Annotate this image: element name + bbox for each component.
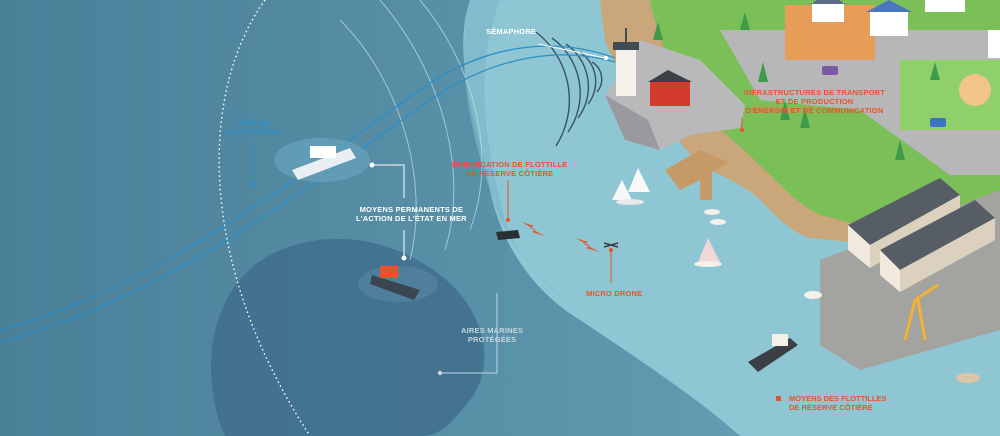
callout-aires — [440, 293, 498, 374]
label-moyens-permanents: MOYENS PERMANENTS DE L'ACTION DE L'ÉTAT … — [356, 205, 467, 223]
red-building-roof — [648, 70, 692, 82]
callout-semaphore — [537, 43, 606, 59]
submarine-cables — [0, 45, 616, 343]
outer-waves — [339, 0, 483, 261]
patrol-vessel-1 — [274, 138, 370, 182]
label-micro-drone: MICRO DRONE — [586, 289, 643, 298]
label-aires-marines: AIRES MARINES PROTÉGÉES — [461, 326, 524, 344]
small-boat-3 — [704, 209, 720, 215]
callout-dot-embarcation — [506, 218, 510, 222]
label-cables: CÂBLES SOUS-MARINS — [226, 118, 282, 136]
house-2-roof — [866, 0, 912, 12]
warehouse-1-roof — [848, 178, 960, 245]
fountain — [959, 74, 991, 106]
wooden-pier — [665, 150, 728, 200]
semaphore-cap — [613, 42, 639, 50]
house-1 — [812, 2, 844, 22]
cargo-ship — [748, 338, 798, 372]
legend-text: MOYENS DES FLOTTILLES DE RÉSERVE CÔTIÈRE — [789, 394, 887, 412]
label-infrastructures: INFRASTRUCTURES DE TRANSPORT ET DE PRODU… — [744, 88, 886, 115]
label-semaphore: SÉMAPHORE — [486, 27, 537, 36]
legend-swatch — [776, 396, 781, 401]
territorial-limit — [218, 0, 311, 436]
patrol-vessel-2 — [358, 266, 438, 302]
small-boat-2 — [956, 373, 980, 383]
cargo-ship-bridge — [772, 334, 788, 346]
callout-dot-drone — [609, 248, 613, 252]
small-boat-4 — [710, 219, 726, 225]
callout-dot-cables — [250, 181, 256, 187]
callout-dot-1 — [369, 162, 375, 168]
house-1-roof — [810, 0, 846, 4]
trees — [653, 12, 940, 160]
harbour-crane — [903, 283, 939, 341]
small-boat-1 — [804, 291, 822, 299]
warehouse-2-roof — [880, 200, 995, 270]
car-2 — [930, 118, 946, 127]
micro-drone — [603, 242, 619, 248]
bay-mid-tone — [463, 0, 600, 318]
sailboats — [612, 168, 722, 267]
callout-dot-semaphore — [603, 55, 609, 61]
semaphore-tower — [616, 48, 636, 96]
callout-lines — [372, 164, 405, 258]
house-4 — [988, 30, 1000, 58]
legend-reserve: MOYENS DES FLOTTILLES DE RÉSERVE CÔTIÈRE — [776, 394, 887, 412]
house-3 — [925, 0, 965, 12]
label-embarcation: EMBARCATION DE FLOTTILLE DE RÉSERVE CÔTI… — [452, 160, 568, 178]
callout-dot-aires — [437, 370, 443, 376]
callout-dot-2 — [401, 255, 407, 261]
warehouse-1-wall — [848, 225, 870, 268]
headland-shadow — [605, 95, 660, 150]
house-2 — [870, 10, 908, 36]
signal-bolts — [522, 222, 600, 252]
red-building — [650, 80, 690, 106]
warehouse-2-side — [900, 218, 995, 292]
callout-dot-infra — [740, 128, 744, 132]
warehouse-2-wall — [880, 250, 900, 292]
car-1 — [822, 66, 838, 75]
reserve-boat — [496, 230, 520, 240]
